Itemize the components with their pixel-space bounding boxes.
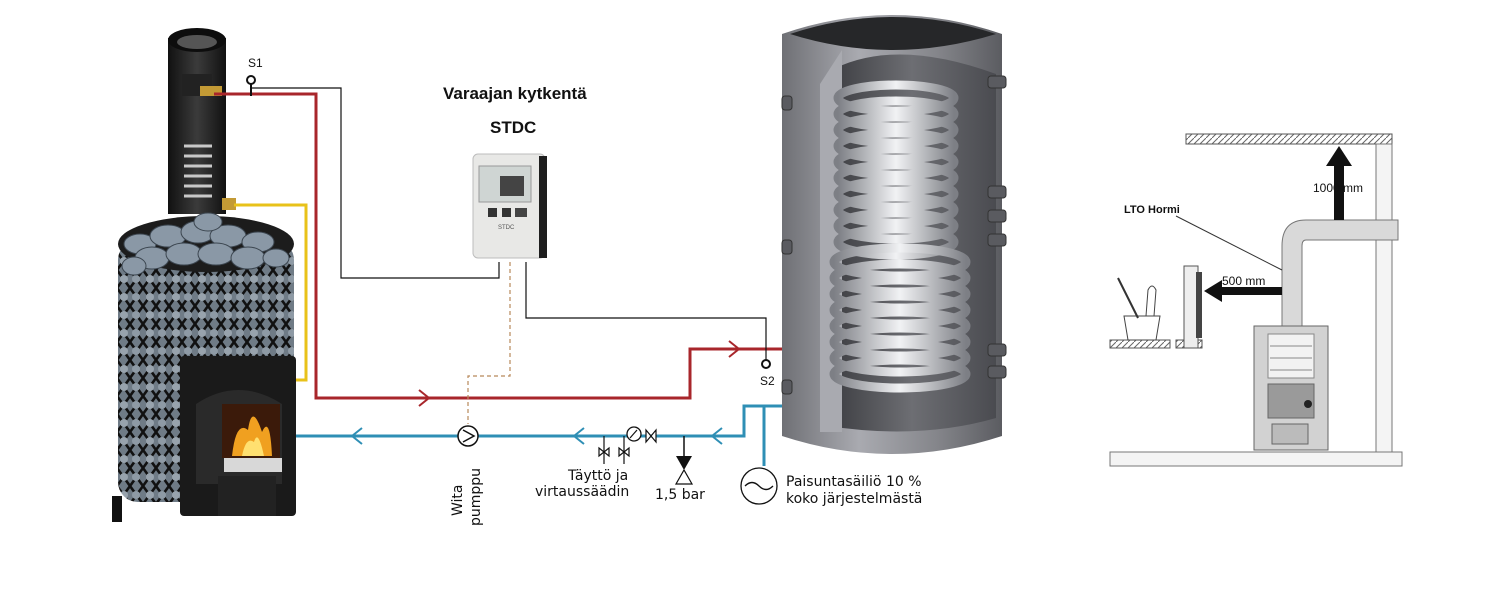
sensor-s1	[246, 75, 256, 96]
fill-valve-label-line2: virtaussäädin	[535, 484, 630, 500]
expansion-tank-label-line1: Paisuntasäiliö 10 %	[786, 474, 922, 490]
chimney-label: LTO Hormi	[1124, 204, 1180, 216]
lower-coil	[829, 243, 971, 393]
safety-valve-icon	[674, 436, 694, 485]
upper-coil	[833, 80, 959, 260]
sauna-stove	[112, 28, 296, 522]
storage-tank	[781, 15, 1007, 454]
chimney-leader-line	[1175, 215, 1283, 271]
power-wire	[467, 262, 511, 424]
hot-water-pipe	[214, 92, 794, 400]
check-valve-icon	[645, 428, 657, 444]
diagram-title: Varaajan kytkentä	[443, 84, 587, 103]
tank-connectors	[781, 75, 1007, 395]
horizontal-dimension-arrow	[1204, 280, 1282, 302]
stove-stones	[121, 212, 290, 276]
pump-label-line1: Wita	[450, 484, 466, 517]
pressure-gauge-icon	[626, 426, 642, 442]
expansion-tank-icon	[740, 467, 778, 505]
flow-arrows	[350, 340, 741, 445]
sensor-s1-label: S1	[248, 56, 263, 70]
sensor-s2	[761, 359, 771, 369]
controller-brand-text: STDC	[498, 225, 515, 231]
safety-valve-label: 1,5 bar	[655, 487, 705, 503]
controller-title: STDC	[490, 118, 537, 137]
vertical-dimension-label: 1000 mm	[1313, 181, 1364, 195]
chimney-heat-exchanger	[168, 28, 236, 214]
pump-label-line2: pumppu	[468, 467, 484, 526]
sensor-s2-label: S2	[760, 374, 775, 388]
pump-symbol	[457, 425, 479, 447]
fill-valves	[598, 436, 630, 464]
fill-valve-label-line1: Täyttö ja	[568, 468, 629, 484]
horizontal-dimension-label: 500 mm	[1222, 274, 1266, 288]
installation-drawing	[1109, 133, 1403, 467]
cold-water-pipe	[296, 404, 794, 466]
expansion-tank-label-line2: koko järjestelmästä	[786, 491, 923, 507]
vertical-dimension-arrow	[1326, 146, 1352, 220]
stdc-controller: STDC	[472, 153, 547, 259]
flow-pipe	[234, 203, 308, 382]
